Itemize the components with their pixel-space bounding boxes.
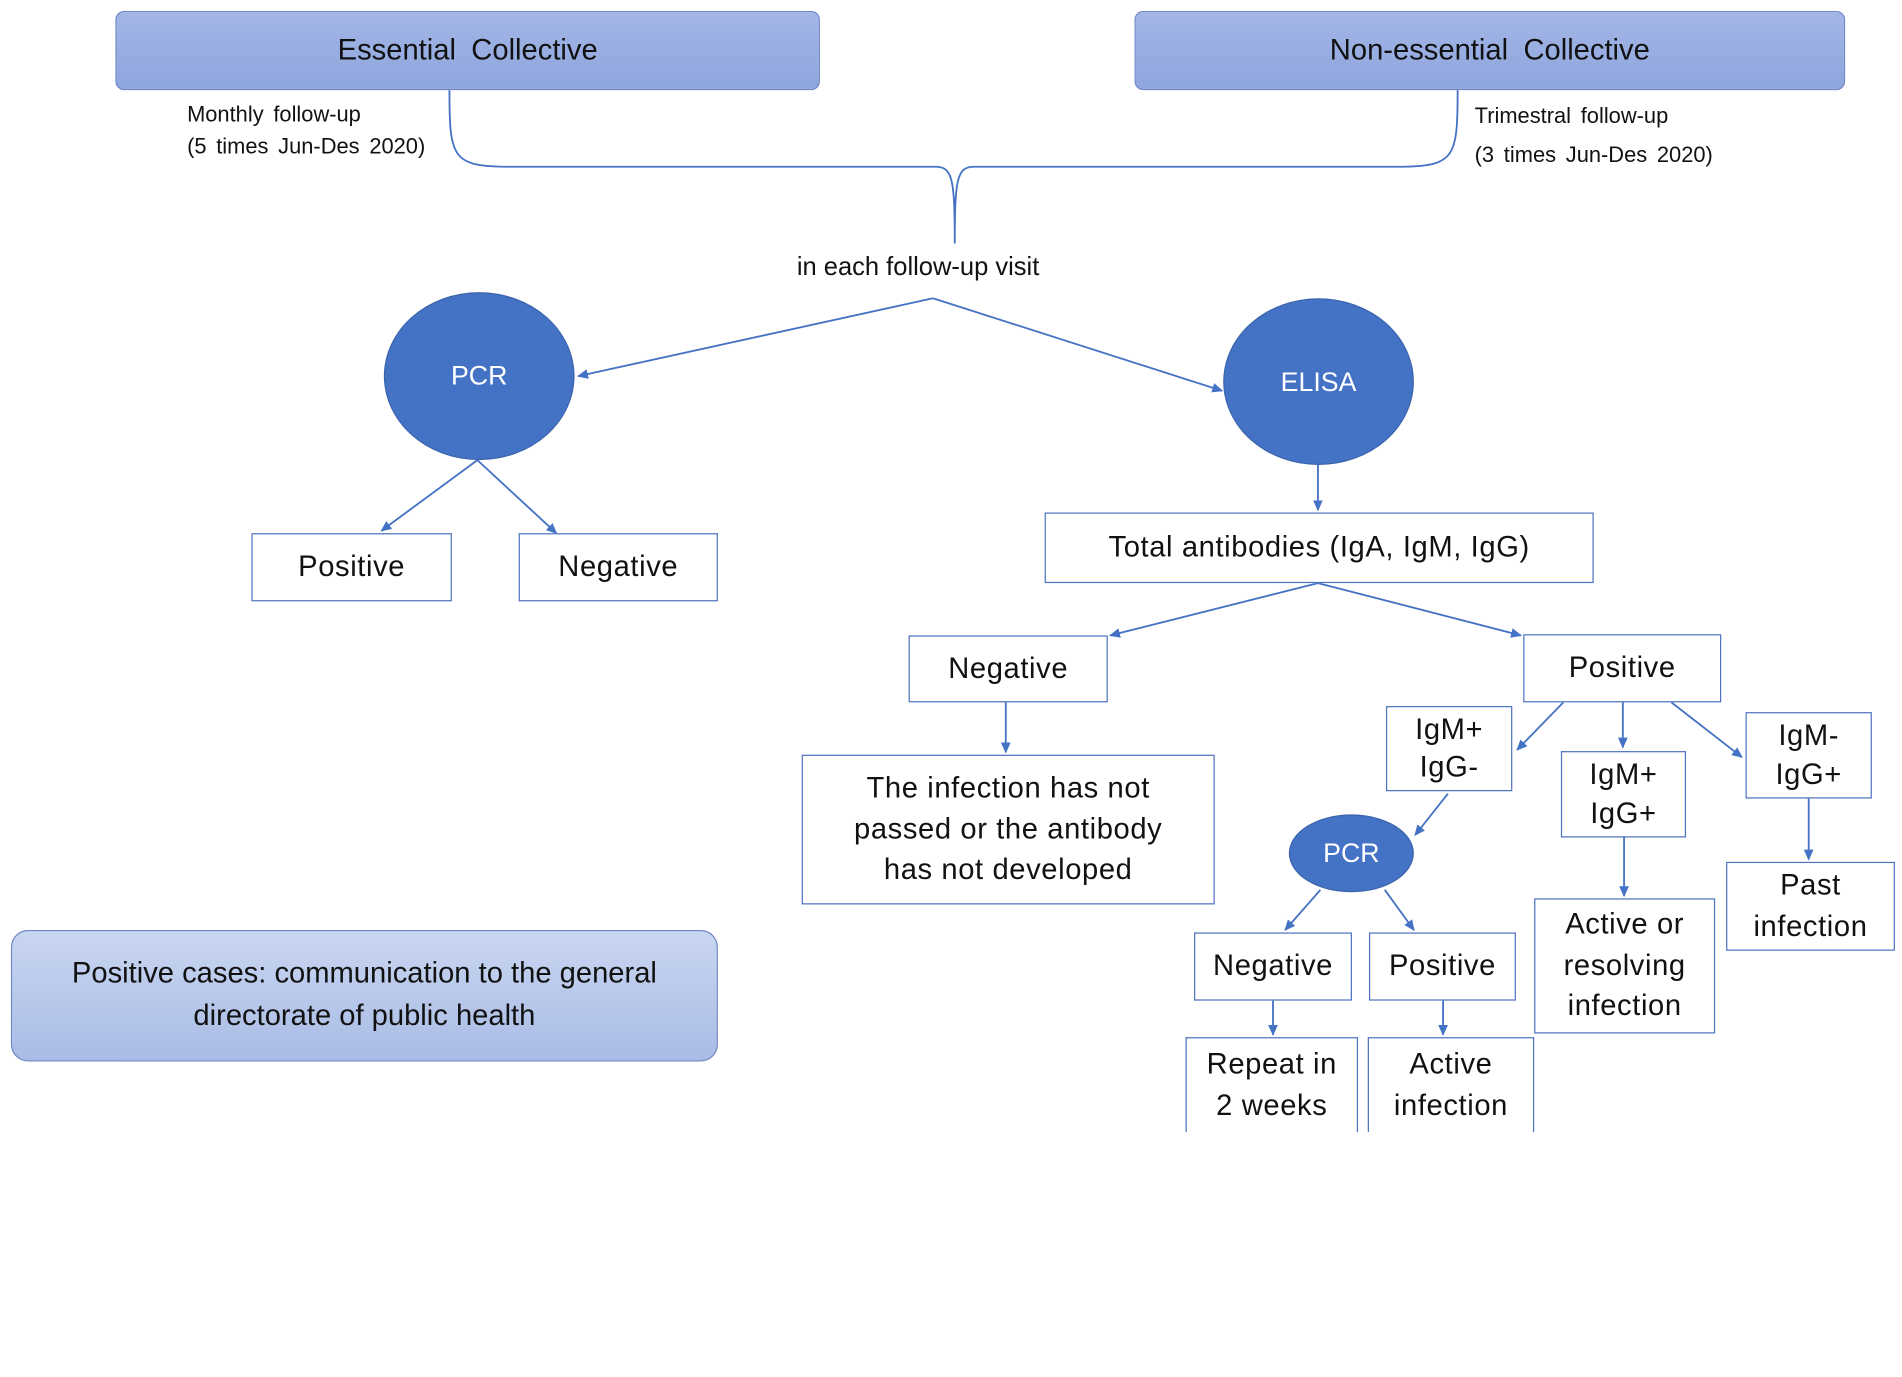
arrow-visit-to-pcr xyxy=(577,297,934,379)
repeat-box: Repeat in 2 weeks xyxy=(1185,1037,1359,1133)
non-essential-collective-label: Non-essential Collective xyxy=(1329,33,1650,67)
active-infection-box: Active infection xyxy=(1367,1037,1535,1133)
non-essential-followup-text: Trimestral follow-up (3 times Jun-Des 20… xyxy=(1475,100,1713,171)
pcr-positive-label: Positive xyxy=(298,550,406,584)
non-essential-followup-line1: Trimestral follow-up xyxy=(1474,103,1669,128)
essential-followup-line1: Monthly follow-up xyxy=(187,102,361,127)
igm-pos-igg-pos-line2: IgG+ xyxy=(1590,796,1657,830)
pcr2-positive-label: Positive xyxy=(1388,949,1496,983)
non-essential-followup-line2: (3 times Jun-Des 2020) xyxy=(1474,142,1713,167)
elisa-test-label: ELISA xyxy=(1280,365,1357,397)
igm-pos-igg-pos-box: IgM+ IgG+ xyxy=(1560,751,1687,838)
past-infection-label: Past infection xyxy=(1753,869,1868,943)
arrow-positive-to-igm-igg-neg xyxy=(1516,701,1564,751)
arrow-pcr-to-positive xyxy=(380,459,478,532)
igm-neg-igg-pos-box: IgM- IgG+ xyxy=(1745,712,1872,799)
pcr-test-label: PCR xyxy=(450,360,508,391)
pcr-negative-box: Negative xyxy=(518,533,718,602)
antibody-negative-label: Negative xyxy=(948,652,1069,685)
elisa-test-node: ELISA xyxy=(1223,298,1414,466)
essential-followup-line2: (5 times Jun-Des 2020) xyxy=(187,133,426,159)
positive-cases-note: Positive cases: communication to the gen… xyxy=(10,930,718,1062)
pcr2-negative-label: Negative xyxy=(1213,949,1333,983)
negative-meaning-label: The infection has not passed or the anti… xyxy=(854,771,1163,887)
non-essential-collective-header: Non-essential Collective xyxy=(1134,10,1846,91)
pcr-test-node: PCR xyxy=(383,292,575,461)
arrow-pcr-to-negative xyxy=(476,459,558,535)
essential-collective-label: Essential Collective xyxy=(337,33,598,67)
igm-neg-igg-pos-line1: IgM- xyxy=(1778,719,1840,753)
igm-pos-igg-neg-box: IgM+ IgG- xyxy=(1385,706,1513,792)
active-infection-label: Active infection xyxy=(1393,1047,1508,1122)
arrow-total-to-negative xyxy=(1109,582,1319,638)
pcr2-positive-box: Positive xyxy=(1368,932,1516,1001)
pcr-negative-label: Negative xyxy=(558,550,679,584)
arrow-pcr2-to-positive xyxy=(1384,889,1415,932)
repeat-label: Repeat in 2 weeks xyxy=(1206,1047,1337,1122)
pcr2-test-node: PCR xyxy=(1288,814,1414,893)
arrow-positive-to-igm-neg-igg-pos xyxy=(1670,701,1743,758)
igm-pos-igg-neg-line2: IgG- xyxy=(1419,751,1479,784)
antibody-positive-box: Positive xyxy=(1523,634,1722,703)
igm-pos-igg-pos-line1: IgM+ xyxy=(1589,758,1658,792)
merge-bracket xyxy=(448,90,1459,244)
total-antibodies-label: Total antibodies (IgA, IgM, IgG) xyxy=(1108,530,1530,564)
pcr2-negative-box: Negative xyxy=(1194,932,1352,1001)
igm-neg-igg-pos-line2: IgG+ xyxy=(1775,757,1842,791)
positive-cases-note-label: Positive cases: communication to the gen… xyxy=(71,957,657,1033)
negative-meaning-box: The infection has not passed or the anti… xyxy=(801,754,1215,905)
pcr2-test-label: PCR xyxy=(1323,837,1380,868)
active-or-resolving-label: Active or resolving infection xyxy=(1563,908,1686,1023)
essential-collective-header: Essential Collective xyxy=(115,10,820,91)
each-visit-label: in each follow-up visit xyxy=(796,253,1040,282)
past-infection-box: Past infection xyxy=(1726,861,1895,951)
connectors-layer xyxy=(380,90,1814,1036)
igm-pos-igg-neg-line1: IgM+ xyxy=(1415,713,1484,746)
pcr-positive-box: Positive xyxy=(251,533,452,602)
total-antibodies-box: Total antibodies (IgA, IgM, IgG) xyxy=(1044,512,1594,584)
essential-followup-text: Monthly follow-up (5 times Jun-Des 2020) xyxy=(187,99,425,162)
arrow-visit-to-elisa xyxy=(932,297,1224,393)
arrow-pcr2-to-negative xyxy=(1284,889,1322,931)
arrow-total-to-positive xyxy=(1317,582,1522,638)
active-or-resolving-box: Active or resolving infection xyxy=(1534,898,1716,1034)
arrow-profile-to-pcr2 xyxy=(1414,793,1449,837)
antibody-positive-label: Positive xyxy=(1568,651,1676,685)
antibody-negative-box: Negative xyxy=(908,635,1108,703)
